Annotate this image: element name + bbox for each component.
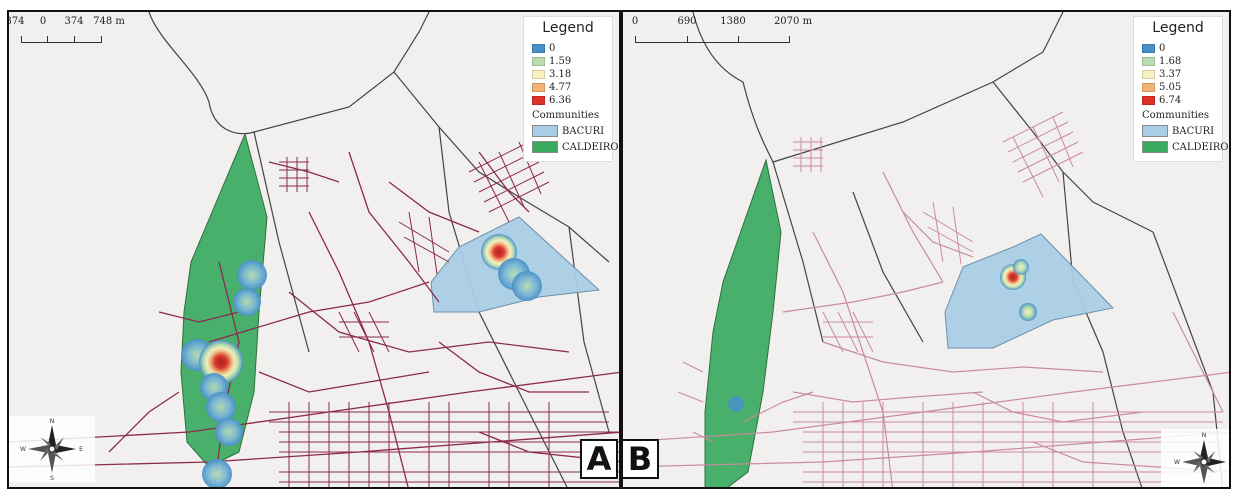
legend-label: 3.37 — [1159, 69, 1182, 80]
scale-tick: 374 — [7, 16, 25, 27]
scale-tick: 690 — [677, 16, 697, 27]
legend-label: 5.05 — [1159, 82, 1182, 93]
scale-bar-a: 374 0 374 748 m — [9, 16, 125, 50]
legend-swatch — [1142, 83, 1155, 92]
legend-swatch — [1142, 57, 1155, 66]
scale-bar-b: 0 690 1380 2070 m — [631, 16, 821, 50]
legend-swatch — [532, 44, 545, 53]
legend-community-entry: CALDEIROES — [1142, 139, 1229, 155]
scale-mark — [74, 36, 75, 43]
scale-mark — [635, 36, 636, 43]
community-bacuri-b[interactable] — [944, 233, 1114, 349]
heatmap-layer-a — [181, 234, 542, 487]
compass-letter: S — [50, 475, 54, 482]
scale-tick: 0 — [631, 16, 639, 27]
legend-heat-entry: 1.68 — [1142, 55, 1214, 68]
community-caldeiroes-b[interactable] — [704, 158, 782, 489]
legend-label: 0 — [1159, 43, 1166, 54]
compass-letter: N — [1202, 432, 1207, 439]
legend-swatch — [532, 83, 545, 92]
legend-b: Legend 0 1.68 3.37 5.05 6.74 Communities… — [1133, 16, 1229, 162]
legend-a: Legend 0 1.59 3.18 4.77 6.36 Communities… — [523, 16, 619, 162]
urban-grid-a — [269, 141, 619, 487]
legend-swatch — [532, 141, 558, 153]
compass-letter: S — [1202, 487, 1206, 489]
legend-community-entry: BACURI — [1142, 123, 1214, 139]
legend-community-entry: CALDEIROES — [532, 139, 619, 155]
scale-mark — [789, 36, 790, 43]
legend-swatch — [532, 96, 545, 105]
scale-bar-line — [21, 42, 101, 43]
scale-mark — [21, 36, 22, 43]
legend-title: Legend — [1152, 20, 1204, 36]
legend-swatch — [532, 57, 545, 66]
scale-bar-line — [635, 42, 789, 43]
map-canvas-a[interactable] — [9, 12, 621, 489]
legend-label: 1.59 — [549, 56, 572, 67]
scale-mark — [738, 36, 739, 43]
legend-label: 3.18 — [549, 69, 572, 80]
scale-mark — [687, 36, 688, 43]
legend-label: 1.68 — [1159, 56, 1182, 67]
legend-community-entry: BACURI — [532, 123, 604, 139]
legend-swatch — [1142, 44, 1155, 53]
panel-label-b: B — [623, 439, 659, 479]
legend-heat-entry: 6.36 — [532, 94, 604, 107]
scale-mark — [101, 36, 102, 43]
compass-rose-a: N S E W — [9, 416, 95, 482]
legend-swatch — [1142, 70, 1155, 79]
compass-letter: W — [1174, 459, 1180, 466]
legend-heat-entry: 3.18 — [532, 68, 604, 81]
legend-heat-entry: 6.74 — [1142, 94, 1214, 107]
urban-grid-b — [677, 111, 1223, 487]
legend-heat-entry: 4.77 — [532, 81, 604, 94]
compass-letter: W — [20, 446, 26, 453]
legend-label: BACURI — [1172, 125, 1215, 137]
legend-communities-title: Communities — [532, 110, 599, 121]
map-canvas-b[interactable] — [623, 12, 1231, 489]
compass-letter: E — [79, 446, 83, 453]
scale-tick: 2070 m — [773, 16, 813, 27]
legend-label: 0 — [549, 43, 556, 54]
legend-heat-entry: 3.37 — [1142, 68, 1214, 81]
legend-swatch — [1142, 141, 1168, 153]
legend-label: BACURI — [562, 125, 605, 137]
compass-icon: N S E W — [20, 418, 83, 482]
compass-rose-b: N S E W — [1161, 429, 1231, 489]
scale-tick: 374 — [64, 16, 84, 27]
compass-letter: N — [50, 418, 55, 425]
scale-tick: 1380 — [720, 16, 746, 27]
legend-swatch — [532, 70, 545, 79]
legend-heat-entry: 0 — [532, 42, 604, 55]
scale-tick: 0 — [39, 16, 47, 27]
legend-swatch — [1142, 96, 1155, 105]
legend-title: Legend — [542, 20, 594, 36]
legend-label: 6.74 — [1159, 95, 1182, 106]
legend-swatch — [532, 125, 558, 137]
heatmap-layer-b — [728, 259, 1037, 412]
scale-mark — [47, 36, 48, 43]
compass-icon: N S E W — [1174, 432, 1231, 489]
legend-heat-entry: 5.05 — [1142, 81, 1214, 94]
map-panel-a[interactable]: 374 0 374 748 m Legend 0 1.59 3.18 4.77 … — [7, 10, 621, 489]
scale-tick: 748 m — [93, 16, 125, 27]
legend-label: 6.36 — [549, 95, 572, 106]
legend-swatch — [1142, 125, 1168, 137]
compass-letter: E — [1229, 459, 1231, 466]
legend-label: 4.77 — [549, 82, 572, 93]
legend-label: CALDEIROES — [562, 141, 619, 153]
legend-heat-entry: 0 — [1142, 42, 1214, 55]
legend-heat-entry: 1.59 — [532, 55, 604, 68]
map-panel-b[interactable]: 0 690 1380 2070 m Legend 0 1.68 3.37 5.0… — [621, 10, 1231, 489]
legend-communities-title: Communities — [1142, 110, 1209, 121]
panel-label-a: A — [580, 439, 618, 479]
legend-label: CALDEIROES — [1172, 141, 1229, 153]
